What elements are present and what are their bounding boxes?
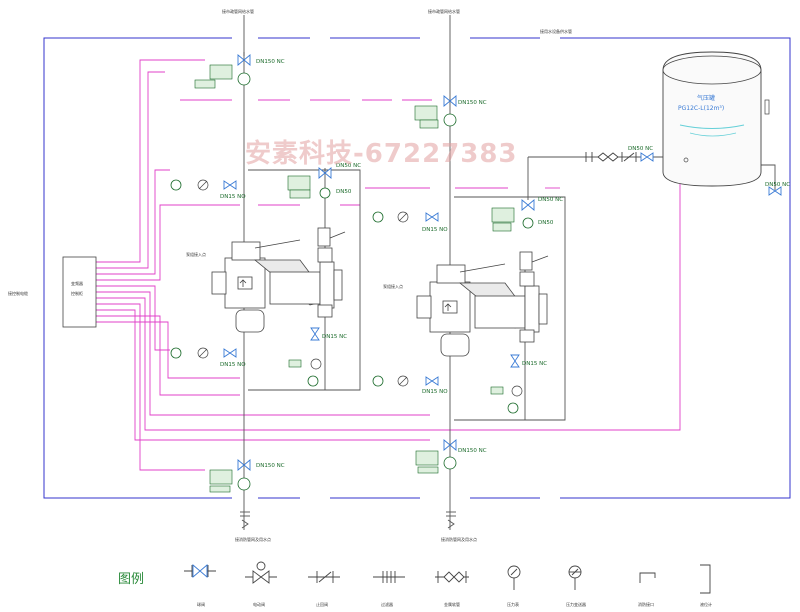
right-pump-label: 泵组接入点	[383, 283, 403, 289]
pressure-gauge-icon	[372, 375, 384, 387]
flex-hose-icon	[597, 152, 619, 162]
ball-valve-icon	[510, 354, 520, 368]
ball-valve-icon	[425, 212, 439, 222]
ball-valve-icon	[443, 95, 457, 107]
bottom-mid-pipe-label: 接消防管网及用水点	[441, 536, 477, 542]
legend-filter-icon	[373, 571, 405, 583]
blue-pipe-network	[43, 37, 791, 499]
legend-motor-valve-icon	[245, 561, 277, 584]
pressure-gauge-icon	[443, 113, 457, 127]
control-box-line2: 控制柜	[71, 290, 83, 296]
right-pump	[416, 251, 549, 357]
ball-valve-icon	[310, 327, 320, 341]
filter-icon	[585, 152, 593, 162]
legend-label-fire-connection: 消防接口	[638, 601, 654, 607]
sensor-blocks	[194, 64, 515, 493]
magenta-signal-lines	[96, 59, 681, 471]
pressure-gauge-icon	[237, 72, 251, 86]
ball-valve-icon	[223, 180, 237, 190]
pressure-transmitter-icon	[511, 385, 523, 397]
pressure-gauge-icon	[170, 179, 182, 191]
left-pump-label: 泵组接入点	[186, 251, 206, 257]
ball-valve-icon	[318, 167, 332, 179]
valve-label-left-dn50nc: DN50 NC	[336, 163, 361, 169]
legend-label-filter: 过滤器	[381, 601, 393, 607]
ball-valve-icon	[768, 186, 782, 196]
valve-label-bottom-left: DN150 NC	[256, 463, 285, 469]
ball-valve-icon	[640, 152, 654, 162]
valve-label-left-dn50: DN50	[336, 189, 352, 195]
ball-valve-icon	[223, 348, 237, 358]
valve-label-top-mid: DN150 NC	[458, 100, 487, 106]
legend-title: 图例	[118, 572, 144, 587]
legend-label-motor-valve: 电动阀	[253, 601, 265, 607]
legend-label-flex-hose: 金属软管	[444, 601, 460, 607]
tank-model: PG12C-L(12m³)	[678, 105, 724, 112]
pressure-gauge-icon	[237, 477, 251, 491]
top-right-pipe-label: 接用水设备供水管	[540, 28, 572, 34]
ball-valve-icon	[237, 459, 251, 471]
legend-pressure-gauge-icon	[507, 565, 521, 590]
valve-label-top-left: DN150 NC	[256, 59, 285, 65]
legend-fire-connection-icon	[639, 572, 656, 583]
legend-label-ball-valve: 球阀	[197, 601, 205, 607]
pressure-gauge-icon	[522, 217, 534, 229]
valve-label-right-dn50: DN50	[538, 220, 554, 226]
valve-label-dn15no-4: DN15 NO	[422, 389, 448, 395]
pressure-gauge-icon	[372, 211, 384, 223]
ball-valve-icon	[425, 376, 439, 386]
legend-label-pressure-transmitter: 压力变送器	[566, 601, 586, 607]
left-pump	[211, 227, 346, 333]
transmitters	[197, 179, 523, 397]
legend-label-pressure-gauge: 压力表	[507, 601, 519, 607]
labels: 接市政管网给水管 接市政管网给水管 接用水设备供水管 接控制电缆 接消防管网及用…	[8, 8, 790, 542]
pressure-gauge-icon	[507, 402, 519, 414]
legend-flex-hose-icon	[435, 571, 469, 583]
legend-ball-valve-icon	[184, 564, 216, 578]
control-box: 变频器 控制柜	[62, 256, 97, 328]
valve-label-right-dn50nc: DN50 NC	[538, 197, 563, 203]
legend-label-level-gauge: 液位计	[700, 601, 712, 607]
ball-valve-icon	[521, 199, 535, 211]
pressure-gauge-icon	[443, 456, 457, 470]
valve-label-dn15no-3: DN15 NO	[220, 362, 246, 368]
ball-valve-icon	[237, 52, 251, 66]
control-box-line1: 变频器	[71, 280, 83, 286]
legend-label-check-valve: 止回阀	[316, 601, 328, 607]
watermark: 安素科技-67227383	[245, 139, 518, 169]
valve-label-tank-dn50nc: DN50 NC	[628, 146, 653, 152]
control-cable-label: 接控制电缆	[8, 290, 28, 296]
legend: 图例	[118, 561, 712, 607]
tank-label: 气压罐	[697, 94, 715, 102]
level-gauge-icon	[764, 99, 770, 115]
pressure-gauge-icon	[307, 375, 319, 387]
pressure-gauge-icon	[170, 347, 182, 359]
top-mid-pipe-label: 接市政管网给水管	[428, 8, 460, 14]
valve-label-dn15no-2: DN15 NO	[422, 227, 448, 233]
pressure-tank: 气压罐 PG12C-L(12m³)	[662, 51, 770, 187]
ball-valve-icon	[443, 439, 457, 451]
valve-label-dn15nc-2: DN15 NC	[522, 361, 547, 367]
valves	[223, 52, 782, 471]
valve-label-dn15nc-1: DN15 NC	[322, 334, 347, 340]
valve-label-dn15no-1: DN15 NO	[220, 194, 246, 200]
valve-label-bottom-mid: DN150 NC	[458, 448, 487, 454]
bottom-left-pipe-label: 接消防管网及用水点	[235, 536, 271, 542]
legend-pressure-transmitter-icon	[568, 565, 582, 590]
legend-check-valve-icon	[308, 571, 340, 583]
pressure-gauge-icon	[319, 187, 331, 199]
gauges	[170, 72, 534, 491]
pressure-transmitter-icon	[310, 358, 322, 370]
valve-label-tank-drain: DN50 NC	[765, 182, 790, 188]
legend-level-gauge-icon	[700, 564, 711, 594]
check-valve-icon	[621, 152, 637, 162]
top-left-pipe-label: 接市政管网给水管	[222, 8, 254, 14]
